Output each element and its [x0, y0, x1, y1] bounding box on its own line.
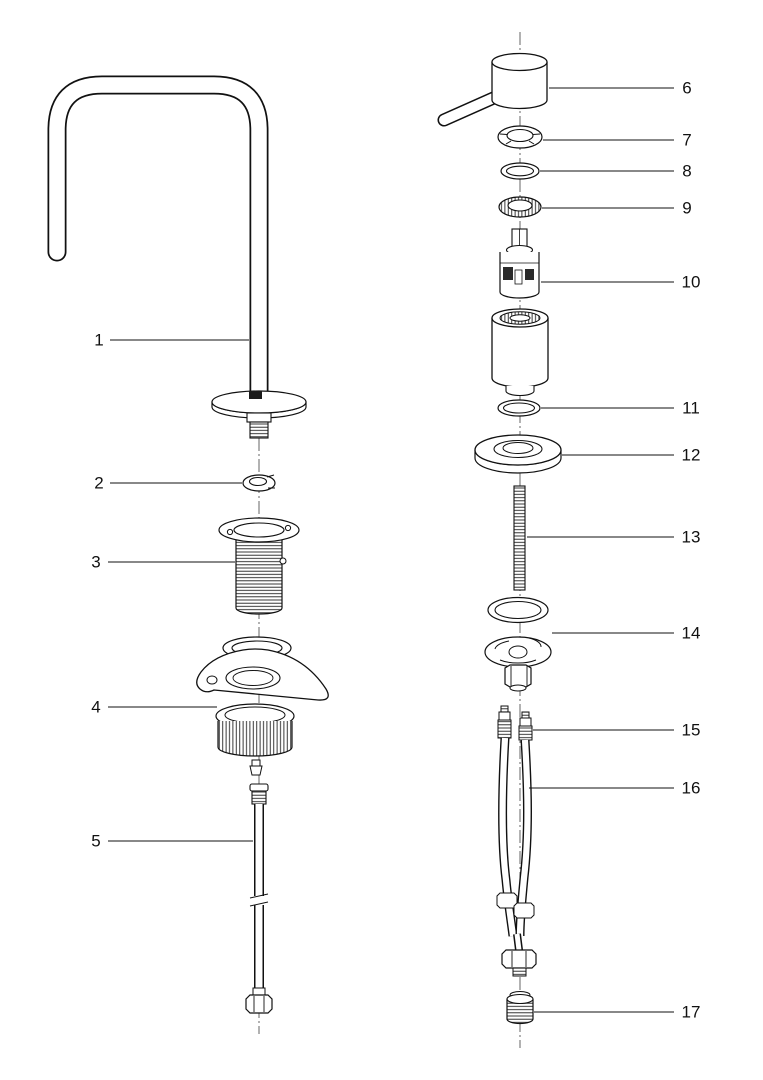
part-label-12: 12 — [681, 445, 701, 465]
part-15-hose-fittings — [497, 705, 533, 741]
part-label-6: 6 — [682, 78, 692, 98]
part-label-15: 15 — [681, 720, 701, 740]
part-body-sleeve — [491, 308, 549, 397]
part-16-connection-hoses — [496, 737, 537, 977]
part-9-lock-ring — [498, 196, 542, 218]
part-8-o-ring — [500, 162, 540, 180]
part-label-2: 2 — [94, 473, 104, 493]
part-12-base-ring — [474, 434, 562, 474]
part-label-1: 1 — [94, 330, 104, 350]
part-label-17: 17 — [681, 1002, 701, 1022]
part-label-14: 14 — [681, 623, 701, 643]
leader-lines — [108, 87, 674, 1013]
part-1-spout — [47, 75, 307, 439]
part-4-mounting-set — [196, 636, 329, 776]
part-label-13: 13 — [681, 527, 701, 547]
part-label-9: 9 — [682, 198, 692, 218]
part-13-threaded-rod — [513, 485, 526, 591]
part-10-cartridge — [499, 228, 540, 299]
part-label-7: 7 — [682, 130, 692, 150]
part-label-11: 11 — [682, 398, 700, 418]
part-7-ring — [497, 125, 543, 149]
part-label-10: 10 — [681, 272, 701, 292]
part-3-threaded-shank — [218, 517, 300, 615]
part-label-5: 5 — [91, 831, 101, 851]
part-14-clamp-bracket — [484, 596, 552, 692]
part-label-4: 4 — [91, 697, 101, 717]
part-11-o-ring — [497, 399, 541, 417]
part-label-16: 16 — [681, 778, 701, 798]
part-label-3: 3 — [91, 552, 101, 572]
part-label-8: 8 — [682, 161, 692, 181]
logo-mark — [249, 391, 262, 399]
part-6-handle — [437, 52, 548, 127]
part-5-hose — [245, 783, 273, 1014]
part-17-adapter — [506, 991, 534, 1025]
part-2-washer — [242, 474, 276, 492]
